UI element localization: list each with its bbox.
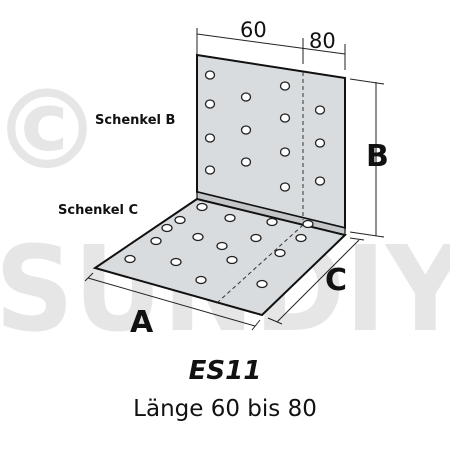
watermark-copyright: © (0, 66, 102, 194)
holes-vertical-leg (204, 70, 326, 192)
horizontal-leg-plate (92, 197, 348, 317)
label-b: B (366, 139, 389, 174)
length-caption: Länge 60 bis 80 (133, 396, 317, 422)
dimension-80: 80 (309, 29, 336, 53)
holes-horizontal-leg (124, 202, 314, 289)
divider-horizontal-leg (217, 224, 304, 303)
model-title: ES11 (188, 356, 262, 386)
dimension-top (196, 28, 346, 70)
dimension-60: 60 (240, 18, 267, 42)
dimension-right (349, 78, 385, 238)
label-leg-c: Schenkel C (58, 203, 138, 218)
dimension-lower-right (267, 237, 365, 325)
label-c: C (325, 263, 347, 298)
label-a: A (130, 305, 154, 340)
label-leg-b: Schenkel B (95, 113, 175, 128)
dimension-bottom (84, 272, 261, 331)
